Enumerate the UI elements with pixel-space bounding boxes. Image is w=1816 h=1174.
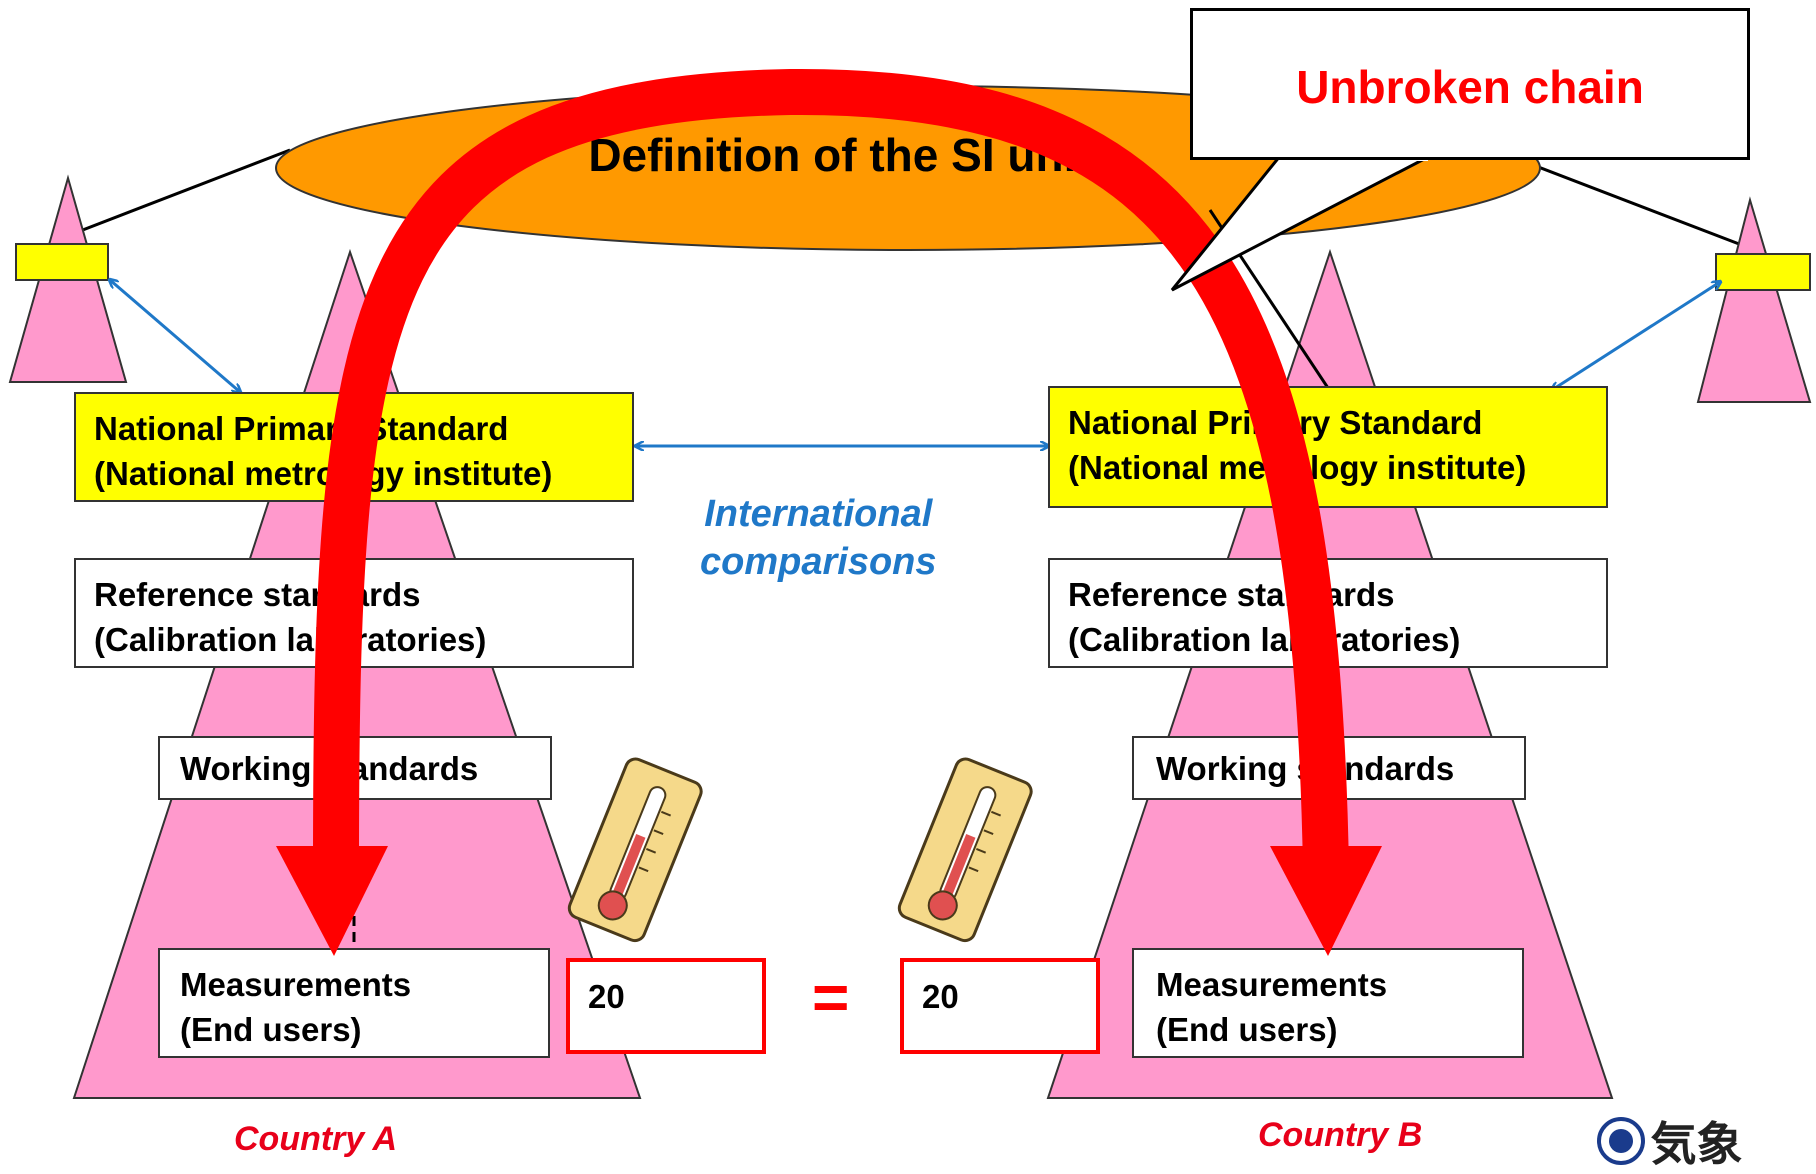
working-standards-b-title: Working standards	[1156, 750, 1455, 787]
reference-standards-a-title: Reference standards	[94, 576, 421, 613]
international-comparisons-line2: comparisons	[700, 541, 937, 583]
measurements-b-title: Measurements	[1156, 966, 1388, 1003]
measurement-value-a: 20	[566, 958, 766, 1054]
equals-sign: =	[812, 961, 850, 1033]
small-standard-right	[1715, 253, 1811, 291]
small-standard-left	[15, 243, 109, 281]
unbroken-chain-callout: Unbroken chain	[1190, 8, 1750, 160]
link-line-left	[61, 148, 291, 240]
national-primary-standard-b-sub: (National metrology institute)	[1068, 449, 1527, 486]
measurements-a-title: Measurements	[180, 966, 412, 1003]
country-b-label: Country B	[1258, 1116, 1423, 1154]
country-a-label: Country A	[234, 1120, 398, 1158]
thermometer-icon	[567, 757, 703, 943]
working-standards-a-title: Working standards	[180, 750, 479, 787]
national-primary-standard-a-title: National Primary Standard	[94, 410, 509, 447]
comparison-arrow-left	[110, 280, 240, 392]
national-primary-standard-b: National Primary Standard (National metr…	[1048, 386, 1608, 508]
international-comparisons-label: International comparisons	[700, 490, 937, 586]
working-standards-b: Working standards	[1132, 736, 1526, 800]
working-standards-a: Working standards	[158, 736, 552, 800]
reference-standards-b: Reference standards (Calibration laborat…	[1048, 558, 1608, 668]
international-comparisons-line1: International	[704, 493, 933, 535]
agency-logo: 気象	[1596, 1108, 1742, 1174]
link-line-b	[1208, 209, 1330, 389]
reference-standards-a-sub: (Calibration laboratories)	[94, 621, 487, 658]
agency-logo-icon	[1597, 1117, 1645, 1165]
si-unit-title: Definition of the SI unit	[588, 129, 1092, 181]
link-line-right	[1519, 158, 1761, 254]
small-pyramid-right	[1696, 196, 1812, 403]
reference-standards-a: Reference standards (Calibration laborat…	[74, 558, 634, 668]
reference-standards-b-title: Reference standards	[1068, 576, 1395, 613]
measurements-a: Measurements (End users)	[158, 948, 550, 1058]
measurements-a-sub: (End users)	[180, 1011, 362, 1048]
national-primary-standard-b-title: National Primary Standard	[1068, 404, 1483, 441]
national-primary-standard-a: National Primary Standard (National metr…	[74, 392, 634, 502]
comparison-arrow-right	[1552, 282, 1720, 390]
national-primary-standard-a-sub: (National metrology institute)	[94, 455, 553, 492]
thermometer-icon	[897, 757, 1033, 943]
measurements-b-sub: (End users)	[1156, 1011, 1338, 1048]
measurement-value-b: 20	[900, 958, 1100, 1054]
reference-standards-b-sub: (Calibration laboratories)	[1068, 621, 1461, 658]
agency-logo-text: 気象	[1650, 1117, 1743, 1171]
measurements-b: Measurements (End users)	[1132, 948, 1524, 1058]
